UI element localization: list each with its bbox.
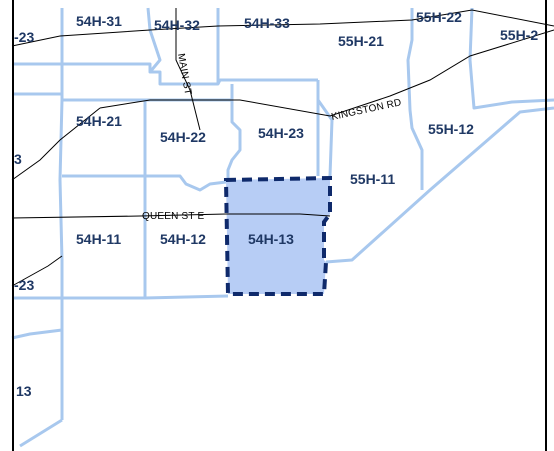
tile-label-54h-23[interactable]: 54H-23 [258,125,304,141]
road-line [11,255,63,287]
grid-line [468,7,554,110]
tile-label-55h-21[interactable]: 55H-21 [338,33,384,49]
grid-line [62,174,227,192]
tile-label-54h-31[interactable]: 54H-31 [76,13,122,29]
road-line [175,8,201,131]
grid-line [11,328,63,340]
road-line [11,213,331,219]
grid-line [12,62,318,86]
tile-label-54h-21[interactable]: 54H-21 [76,113,122,129]
grid-line [19,418,63,448]
grid-line [58,8,64,420]
tile-label-23-left[interactable]: -23 [14,29,34,45]
grid-line [12,294,229,300]
tile-label-54h-22[interactable]: 54H-22 [160,129,206,145]
tile-label-54h-12[interactable]: 54H-12 [160,231,206,247]
tile-label-54h-11[interactable]: 54H-11 [76,231,121,247]
tile-label-13-left-low[interactable]: 13 [16,383,32,399]
grid-line [325,106,554,264]
tile-label-55h-11[interactable]: 55H-11 [350,171,395,187]
road-label-queen-st-e: QUEEN ST E [142,211,205,222]
road-lines [11,8,554,287]
road-label-main-st: MAIN ST [175,53,193,96]
road-line [11,9,554,47]
road-line [99,29,554,117]
grid-line [406,8,424,190]
tile-label-54h-33[interactable]: 54H-33 [244,15,290,31]
selected-tile-area[interactable] [223,175,332,296]
grid-line [12,84,234,102]
grid-line [146,7,162,73]
road-line [11,107,101,181]
tile-label-55h-2[interactable]: 55H-2 [500,27,538,43]
tile-label-54h-13[interactable]: 54H-13 [248,231,294,247]
tile-label-13-left[interactable]: 3 [14,151,22,167]
tile-label-55h-12[interactable]: 55H-12 [428,121,474,137]
tile-label-23-left-low[interactable]: -23 [14,277,34,293]
tile-label-55h-22[interactable]: 55H-22 [416,9,462,25]
tile-label-54h-32[interactable]: 54H-32 [154,17,200,33]
road-label-kingston-rd: KINGSTON RD [330,97,402,123]
grid-line [226,100,242,180]
